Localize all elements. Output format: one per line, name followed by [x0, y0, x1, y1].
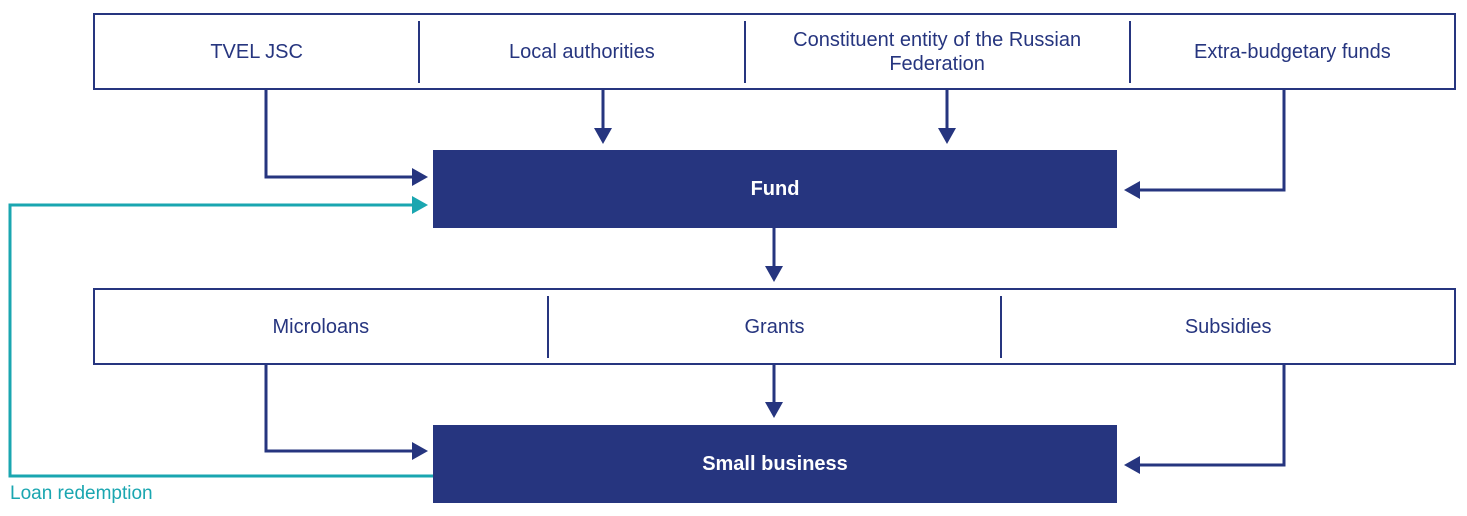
- instrument-grants: Grants: [744, 315, 805, 338]
- fund-box: Fund: [433, 150, 1117, 228]
- source-local-authorities: Local authorities: [509, 40, 655, 63]
- arrow-extrabudget-to-fund: [1140, 90, 1286, 192]
- divider: [546, 295, 549, 358]
- arrowhead-loan-redemption: [412, 196, 428, 214]
- instrument-subsidies: Subsidies: [1184, 315, 1272, 338]
- arrowhead-tvel: [412, 168, 428, 186]
- arrow-microloans-to-business: [264, 364, 412, 453]
- source-constituent-entity: Constituent entity of the Russian Federa…: [793, 28, 1082, 75]
- instruments-row: Microloans Grants Subsidies: [93, 288, 1456, 365]
- fund-label: Fund: [750, 177, 800, 200]
- instrument-microloans: Microloans: [272, 315, 370, 338]
- divider: [1000, 295, 1003, 358]
- small-business-label: Small business: [702, 452, 848, 475]
- source-tvel-jsc: TVEL JSC: [210, 40, 303, 63]
- sources-row: TVEL JSC Local authorities Constituent e…: [93, 13, 1456, 90]
- divider: [743, 20, 746, 83]
- divider: [418, 20, 421, 83]
- small-business-box: Small business: [433, 425, 1117, 503]
- arrow-tvel-to-fund: [264, 90, 412, 179]
- divider: [1128, 20, 1131, 83]
- loan-redemption-label: Loan redemption: [10, 483, 153, 504]
- source-extra-budgetary-funds: Extra-budgetary funds: [1193, 40, 1391, 63]
- arrow-loan-redemption: [8, 203, 433, 478]
- arrow-subsidies-to-business: [1140, 364, 1286, 467]
